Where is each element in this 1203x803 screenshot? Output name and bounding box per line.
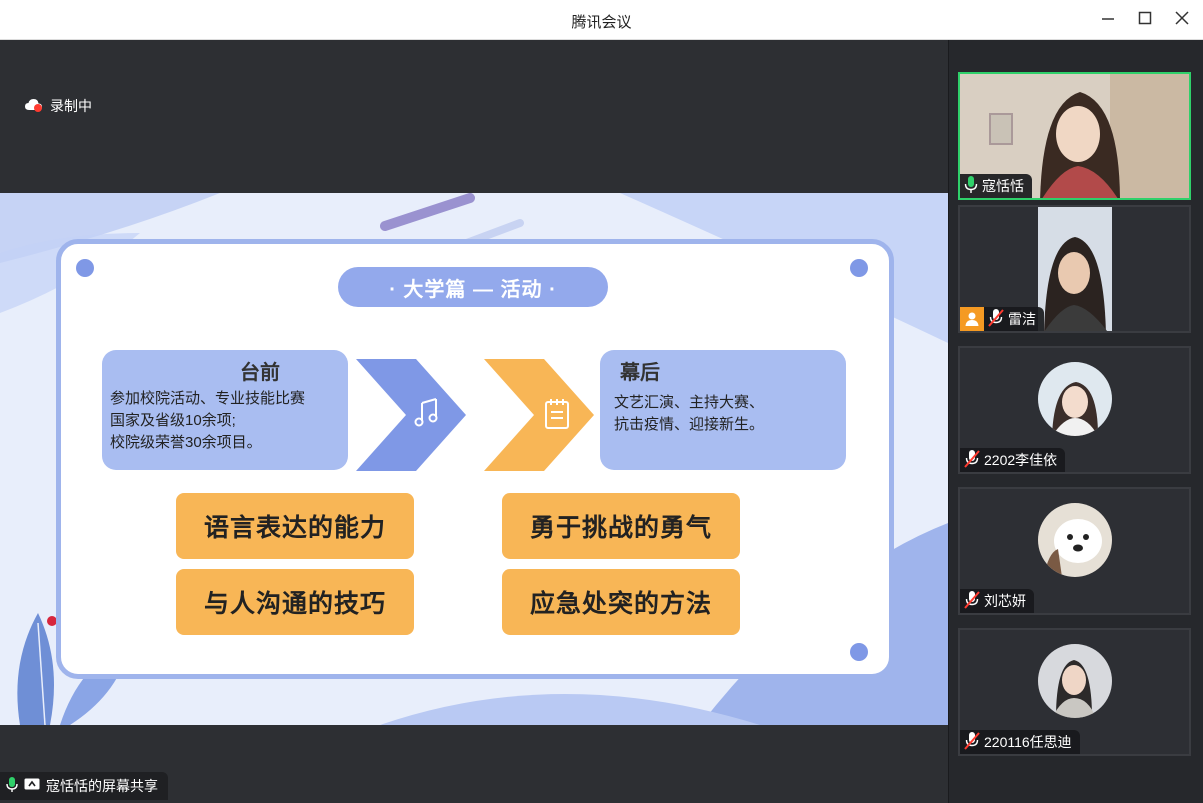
music-note-icon [414,398,438,427]
front-stage-box: 台前 参加校院活动、专业技能比赛 国家及省级10余项; 校院级荣誉30余项目。 [102,350,348,470]
maximize-icon [1138,11,1152,30]
title-bar: 腾讯会议 [0,0,1203,40]
orange-chevron [484,359,594,471]
front-text: 参加校院活动、专业技能比赛 国家及省级10余项; 校院级荣誉30余项目。 [110,388,305,454]
participant-name-tag: 雷洁 [960,307,1044,331]
participant-sidebar: 寇恬恬 雷洁 2202李佳依 [948,40,1203,803]
cloud-record-icon [24,97,44,116]
host-icon [960,307,984,331]
participant-tile[interactable]: 雷洁 [958,205,1191,333]
participant-tile[interactable]: 刘芯妍 [958,487,1191,615]
screen-share-label[interactable]: 寇恬恬的屏幕共享 [0,772,168,800]
ability-pill: 与人沟通的技巧 [176,569,414,635]
front-line: 参加校院活动、专业技能比赛 [110,390,306,407]
ability-pill: 勇于挑战的勇气 [502,493,740,559]
window-title: 腾讯会议 [571,14,632,31]
minimize-button[interactable] [1096,8,1120,32]
back-heading: 幕后 [620,362,660,384]
front-heading: 台前 [240,362,280,384]
avatar [1038,362,1112,436]
avatar [1038,644,1112,718]
participant-tile[interactable]: 2202李佳依 [958,346,1191,474]
shared-slide: · 大学篇 — 活动 · 台前 参加校院活动、专业技能比赛 国家及省级10余项;… [0,193,948,725]
mic-muted-icon [964,449,980,471]
mic-icon [6,776,18,796]
mic-icon [964,175,978,197]
back-text: 文艺汇演、主持大赛、 抗击疫情、迎接新生。 [614,392,764,436]
screen-share-icon [24,778,40,795]
card-dot [76,259,94,277]
participant-name-tag: 刘芯妍 [960,589,1034,613]
maximize-button[interactable] [1133,8,1157,32]
ability-pill: 语言表达的能力 [176,493,414,559]
mic-muted-icon [964,590,980,612]
video-feed [960,207,1189,331]
mic-muted-icon [964,731,980,753]
back-line: 抗击疫情、迎接新生。 [614,416,765,433]
participant-name: 220116任思迪 [984,734,1072,750]
card-dot [850,259,868,277]
participant-name: 2202李佳依 [984,452,1058,468]
screen-share-text: 寇恬恬的屏幕共享 [46,778,158,794]
participant-name: 寇恬恬 [982,178,1024,194]
recording-indicator: 录制中 [24,96,92,116]
participant-tile[interactable]: 寇恬恬 [958,72,1191,200]
blue-chevron [356,359,466,471]
participant-name-tag: 寇恬恬 [960,174,1032,198]
notepad-icon [545,399,569,429]
participant-name: 雷洁 [1008,311,1036,327]
mic-muted-icon [988,308,1004,330]
front-line: 国家及省级10余项; [110,412,236,429]
avatar [1038,503,1112,577]
participant-tile[interactable]: 220116任思迪 [958,628,1191,756]
back-line: 文艺汇演、主持大赛、 [614,394,765,411]
back-stage-box: 幕后 文艺汇演、主持大赛、 抗击疫情、迎接新生。 [600,350,846,470]
participant-name: 刘芯妍 [984,593,1026,609]
card-dot [850,643,868,661]
recording-label: 录制中 [50,98,92,114]
participant-name-tag: 2202李佳依 [960,448,1066,472]
close-icon [1175,10,1189,30]
slide-title: · 大学篇 — 活动 · [338,267,608,307]
participant-name-tag: 220116任思迪 [960,730,1080,754]
minimize-icon [1101,11,1115,30]
close-button[interactable] [1170,8,1194,32]
front-line: 校院级荣誉30余项目。 [110,434,262,451]
main-stage: 录制中 · 大学篇 — 活动 · 台前 [0,40,948,803]
ability-pill: 应急处突的方法 [502,569,740,635]
